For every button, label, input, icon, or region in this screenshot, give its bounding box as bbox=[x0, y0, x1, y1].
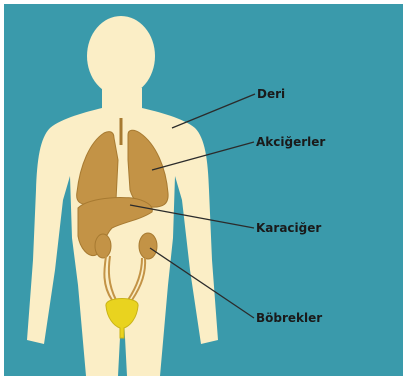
label-akcigerler: Akciğerler bbox=[256, 135, 325, 149]
right-kidney bbox=[139, 233, 157, 259]
head bbox=[87, 16, 155, 96]
label-bobrekler: Böbrekler bbox=[256, 311, 322, 325]
label-deri: Deri bbox=[257, 87, 285, 101]
left-kidney bbox=[95, 234, 111, 258]
label-karaciger: Karaciğer bbox=[256, 221, 321, 235]
